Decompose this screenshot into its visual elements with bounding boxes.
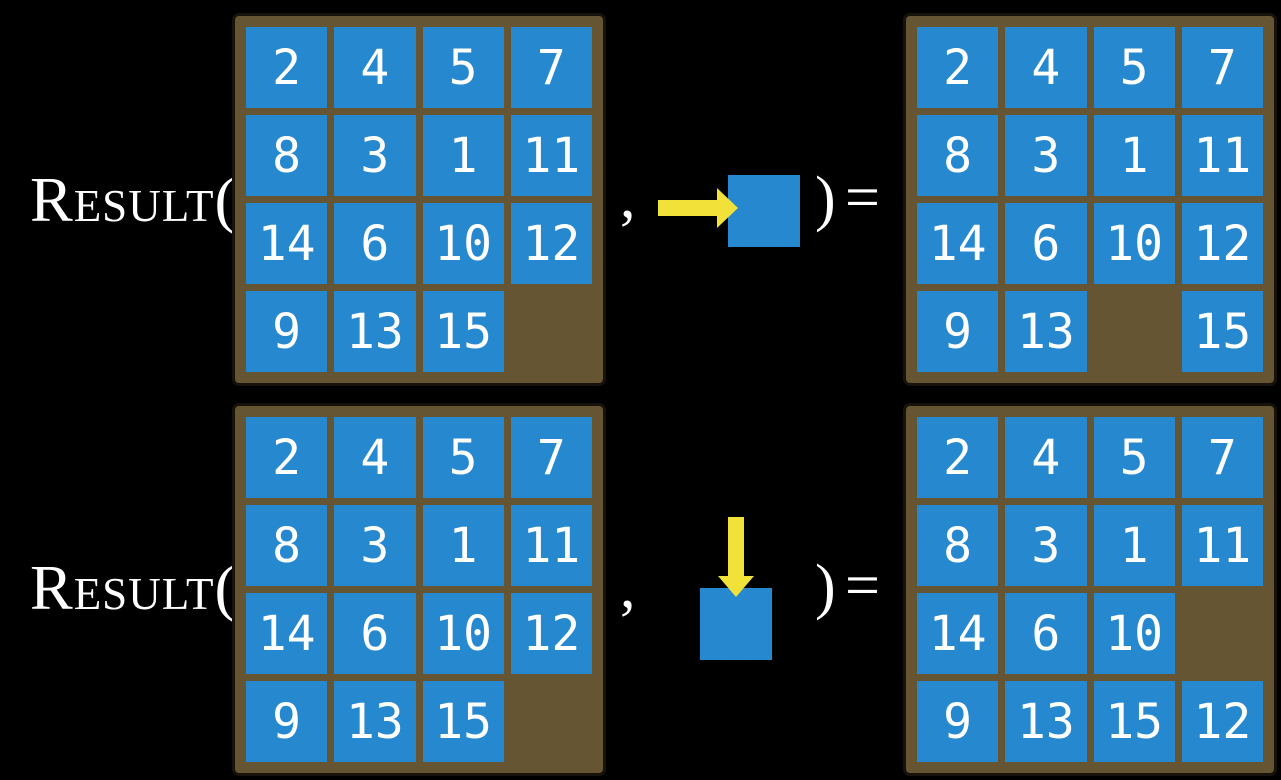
move-tile-square xyxy=(700,588,772,660)
tile-8: 8 xyxy=(246,505,328,586)
equals-sign: = xyxy=(845,164,880,232)
tile-1: 1 xyxy=(1093,115,1175,196)
tile-4: 4 xyxy=(334,417,416,498)
tile-14: 14 xyxy=(246,203,328,284)
tile-13: 13 xyxy=(334,291,416,372)
tile-13: 13 xyxy=(1005,291,1087,372)
tile-12: 12 xyxy=(1181,203,1263,284)
empty-cell xyxy=(1094,291,1175,372)
tile-12: 12 xyxy=(510,593,592,674)
close-paren-icon: ) xyxy=(815,553,836,621)
tile-3: 3 xyxy=(334,115,416,196)
tile-11: 11 xyxy=(1181,115,1263,196)
move-tile-square xyxy=(728,175,800,247)
tile-10: 10 xyxy=(1093,203,1175,284)
tile-2: 2 xyxy=(246,417,328,498)
down-arrow-icon xyxy=(718,517,754,597)
tile-5: 5 xyxy=(422,417,504,498)
tile-10: 10 xyxy=(1093,593,1175,674)
empty-cell xyxy=(511,681,592,762)
tile-9: 9 xyxy=(246,681,328,762)
tile-3: 3 xyxy=(334,505,416,586)
tile-2: 2 xyxy=(246,27,328,108)
tile-5: 5 xyxy=(1093,27,1175,108)
tile-5: 5 xyxy=(422,27,504,108)
comma-separator: , xyxy=(620,553,636,621)
function-name: Result xyxy=(30,552,215,623)
tile-14: 14 xyxy=(917,203,999,284)
tile-9: 9 xyxy=(917,681,999,762)
open-paren-icon: ( xyxy=(214,552,237,623)
tile-13: 13 xyxy=(1005,681,1087,762)
tile-7: 7 xyxy=(510,27,592,108)
tile-4: 4 xyxy=(1005,27,1087,108)
tile-7: 7 xyxy=(1181,27,1263,108)
tile-1: 1 xyxy=(1093,505,1175,586)
tile-8: 8 xyxy=(246,115,328,196)
tile-6: 6 xyxy=(334,593,416,674)
function-name: Result xyxy=(30,164,215,235)
tile-1: 1 xyxy=(422,505,504,586)
tile-11: 11 xyxy=(510,505,592,586)
tile-5: 5 xyxy=(1093,417,1175,498)
result-function-label: Result( xyxy=(30,168,237,232)
empty-cell xyxy=(511,291,592,372)
tile-11: 11 xyxy=(510,115,592,196)
close-paren-icon: ) xyxy=(815,165,836,233)
tile-4: 4 xyxy=(1005,417,1087,498)
tile-2: 2 xyxy=(917,27,999,108)
tile-3: 3 xyxy=(1005,505,1087,586)
result-function-label: Result( xyxy=(30,556,237,620)
tile-8: 8 xyxy=(917,115,999,196)
tile-12: 12 xyxy=(1181,681,1263,762)
tile-10: 10 xyxy=(422,203,504,284)
tile-15: 15 xyxy=(422,681,504,762)
tile-9: 9 xyxy=(917,291,999,372)
tile-14: 14 xyxy=(917,593,999,674)
tile-3: 3 xyxy=(1005,115,1087,196)
open-paren-icon: ( xyxy=(214,164,237,235)
tile-7: 7 xyxy=(510,417,592,498)
tile-15: 15 xyxy=(422,291,504,372)
tile-8: 8 xyxy=(917,505,999,586)
tile-14: 14 xyxy=(246,593,328,674)
tile-15: 15 xyxy=(1181,291,1263,372)
tile-7: 7 xyxy=(1181,417,1263,498)
tile-6: 6 xyxy=(334,203,416,284)
tile-6: 6 xyxy=(1005,203,1087,284)
tile-9: 9 xyxy=(246,291,328,372)
tile-12: 12 xyxy=(510,203,592,284)
comma-separator: , xyxy=(620,163,636,231)
tile-2: 2 xyxy=(917,417,999,498)
tile-4: 4 xyxy=(334,27,416,108)
tile-15: 15 xyxy=(1093,681,1175,762)
tile-11: 11 xyxy=(1181,505,1263,586)
empty-cell xyxy=(1182,593,1263,674)
tile-6: 6 xyxy=(1005,593,1087,674)
equals-sign: = xyxy=(845,552,880,620)
tile-10: 10 xyxy=(422,593,504,674)
tile-13: 13 xyxy=(334,681,416,762)
right-arrow-icon xyxy=(658,188,738,228)
tile-1: 1 xyxy=(422,115,504,196)
